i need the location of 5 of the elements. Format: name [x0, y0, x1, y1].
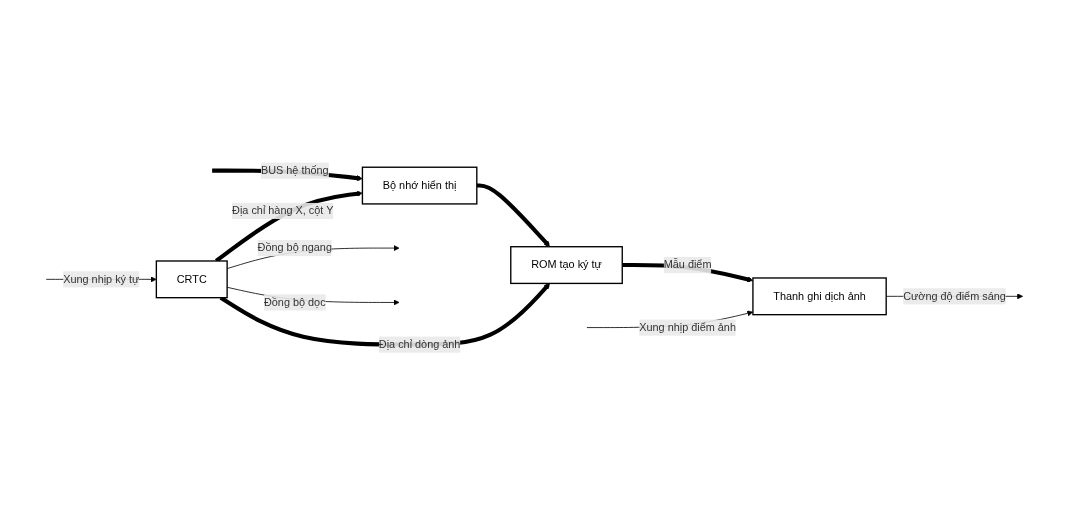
process-box: CRTC [155, 260, 228, 299]
process-box: Thanh ghi dịch ảnh [752, 277, 887, 316]
process-box: ROM tạo ký tự [510, 245, 623, 284]
arrow [476, 183, 550, 247]
process-box: Bộ nhớ hiển thị [361, 166, 478, 205]
